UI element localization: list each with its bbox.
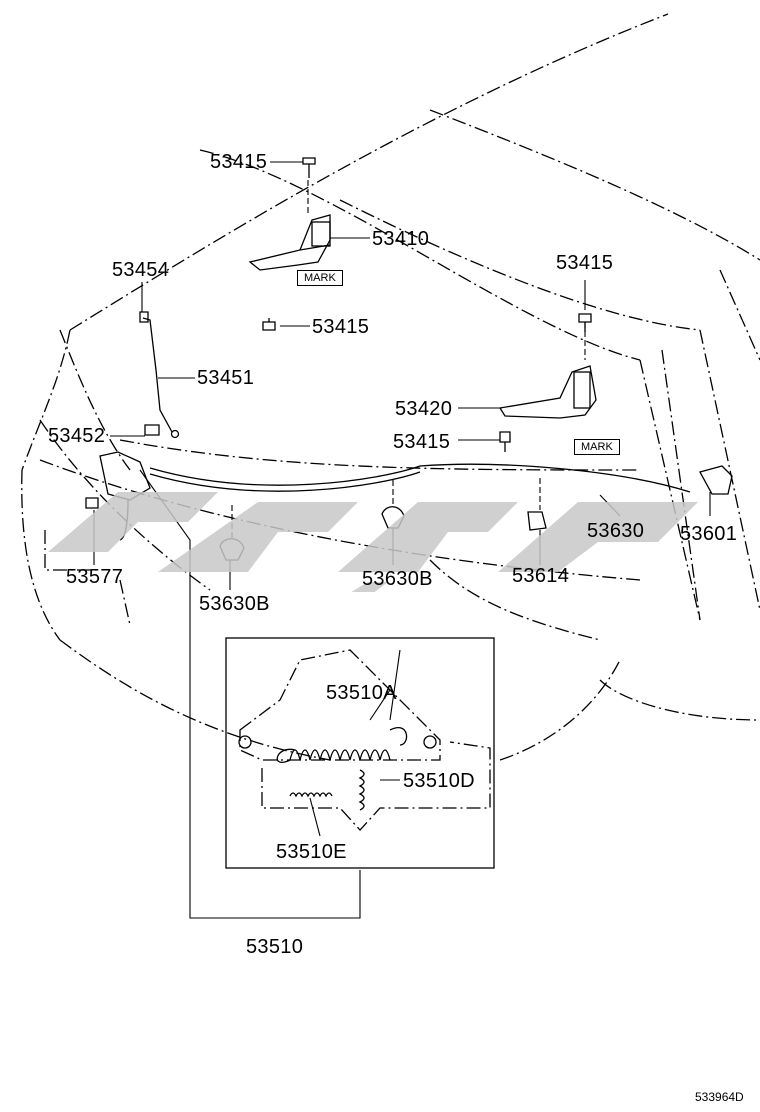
hood-hinge-right xyxy=(498,365,597,419)
drawing-code: 533964D xyxy=(695,1090,744,1104)
mark-label-left: MARK xyxy=(297,270,343,287)
inset-lock-plate xyxy=(239,649,491,831)
label-53415-right: 53415 xyxy=(556,252,614,274)
hood-outline xyxy=(21,13,760,761)
hood-support-rod xyxy=(139,311,180,439)
label-53510D: 53510D xyxy=(403,770,475,792)
label-53614: 53614 xyxy=(512,565,570,587)
hood-hinge-left xyxy=(248,214,331,271)
label-53630B-left: 53630B xyxy=(199,593,270,615)
clip-53577 xyxy=(85,497,99,509)
watermark-shape xyxy=(48,492,698,592)
inset-springs xyxy=(238,727,437,811)
label-53415-top: 53415 xyxy=(210,151,268,173)
label-53630B-right: 53630B xyxy=(362,568,433,590)
clamp-53614 xyxy=(527,511,547,531)
label-53577: 53577 xyxy=(66,566,124,588)
release-cable xyxy=(149,463,691,493)
label-53510A: 53510A xyxy=(326,682,397,704)
label-53410: 53410 xyxy=(372,228,430,250)
label-53510E: 53510E xyxy=(276,841,347,863)
label-53510: 53510 xyxy=(246,936,304,958)
release-handle xyxy=(699,465,733,495)
label-53454: 53454 xyxy=(112,259,170,281)
label-53415-mid: 53415 xyxy=(312,316,370,338)
label-53601: 53601 xyxy=(680,523,738,545)
bolt-icons xyxy=(262,157,592,452)
label-53415-right2: 53415 xyxy=(393,431,451,453)
label-53452: 53452 xyxy=(48,425,106,447)
inset-leader-lines xyxy=(309,649,401,837)
mark-label-right: MARK xyxy=(574,439,620,456)
inset-frame xyxy=(225,637,495,869)
label-53451: 53451 xyxy=(197,367,255,389)
label-53420: 53420 xyxy=(395,398,453,420)
label-53630: 53630 xyxy=(587,520,645,542)
